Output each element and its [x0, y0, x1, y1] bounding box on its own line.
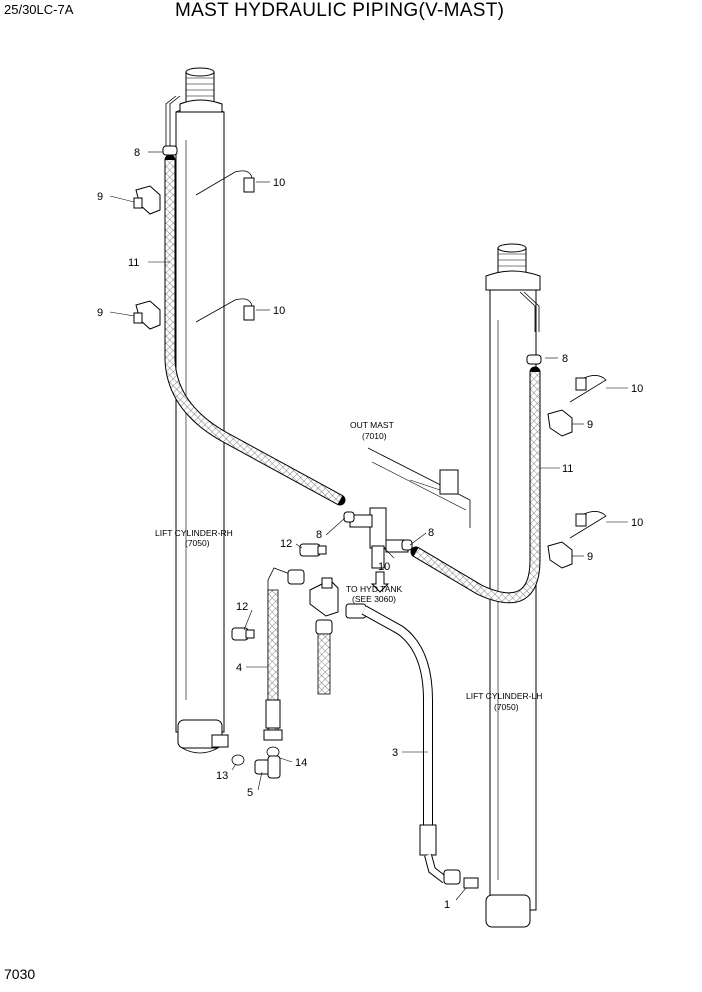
clip-10-left-upper: [195, 170, 255, 196]
hyd-tank-ref: (SEE 3060): [352, 594, 396, 604]
callout-9: 9: [97, 307, 103, 319]
bracket-9-right-upper: [547, 409, 573, 437]
clamp-8-right-top: [526, 354, 542, 365]
lift-cylinder-rh-ref: (7050): [185, 538, 210, 548]
model-number: 25/30LC-7A: [4, 2, 74, 17]
callout-8: 8: [134, 147, 140, 159]
tee-connector: [309, 577, 339, 695]
fitting-12-upper: [299, 543, 327, 557]
diagram-title: MAST HYDRAULIC PIPING(V-MAST): [175, 0, 505, 21]
callout-10: 10: [273, 305, 285, 317]
callout-10: 10: [378, 561, 390, 573]
callout-9: 9: [97, 191, 103, 203]
callout-10: 10: [631, 517, 643, 529]
callout-13: 13: [216, 770, 228, 782]
o-ring-13: [231, 754, 245, 766]
callout-9: 9: [587, 419, 593, 431]
out-mast-label: OUT MAST: [350, 420, 394, 430]
out-mast-ref: (7010): [362, 431, 387, 441]
callout-14: 14: [295, 757, 307, 769]
callout-10: 10: [631, 383, 643, 395]
bracket-9-left-lower: [133, 300, 161, 330]
hose-4: [263, 567, 305, 741]
callout-8: 8: [562, 353, 568, 365]
callout-4: 4: [236, 662, 242, 674]
tee-block: [343, 507, 413, 593]
out-mast-member: [367, 447, 471, 528]
clip-10-left-lower: [195, 298, 255, 323]
lift-cylinder-rh-label: LIFT CYLINDER-RH: [155, 528, 233, 538]
elbow-5: [254, 755, 281, 779]
clip-10-right-upper: [569, 375, 607, 403]
callout-3: 3: [392, 747, 398, 759]
page-number: 7030: [4, 966, 36, 982]
bracket-9-right-lower: [547, 541, 573, 569]
callout-12: 12: [280, 538, 292, 550]
callout-5: 5: [247, 787, 253, 799]
hyd-tank-label: TO HYD TANK: [346, 584, 403, 594]
callout-8: 8: [316, 529, 322, 541]
lift-cylinder-lh-label: LIFT CYLINDER-LH: [466, 691, 542, 701]
hose-3: [345, 603, 479, 889]
callout-1: 1: [444, 899, 450, 911]
clip-10-right-lower: [569, 511, 607, 539]
callout-10: 10: [273, 177, 285, 189]
fitting-12-lower: [231, 627, 255, 641]
callout-8: 8: [428, 527, 434, 539]
callout-11: 11: [128, 257, 139, 269]
clamp-8-left-top: [162, 145, 178, 156]
lift-cylinder-lh-ref: (7050): [494, 702, 519, 712]
leader-lines: [109, 151, 628, 901]
callout-9: 9: [587, 551, 593, 563]
bracket-9-left-upper: [133, 185, 161, 215]
callout-12: 12: [236, 601, 248, 613]
callout-11: 11: [562, 463, 573, 475]
